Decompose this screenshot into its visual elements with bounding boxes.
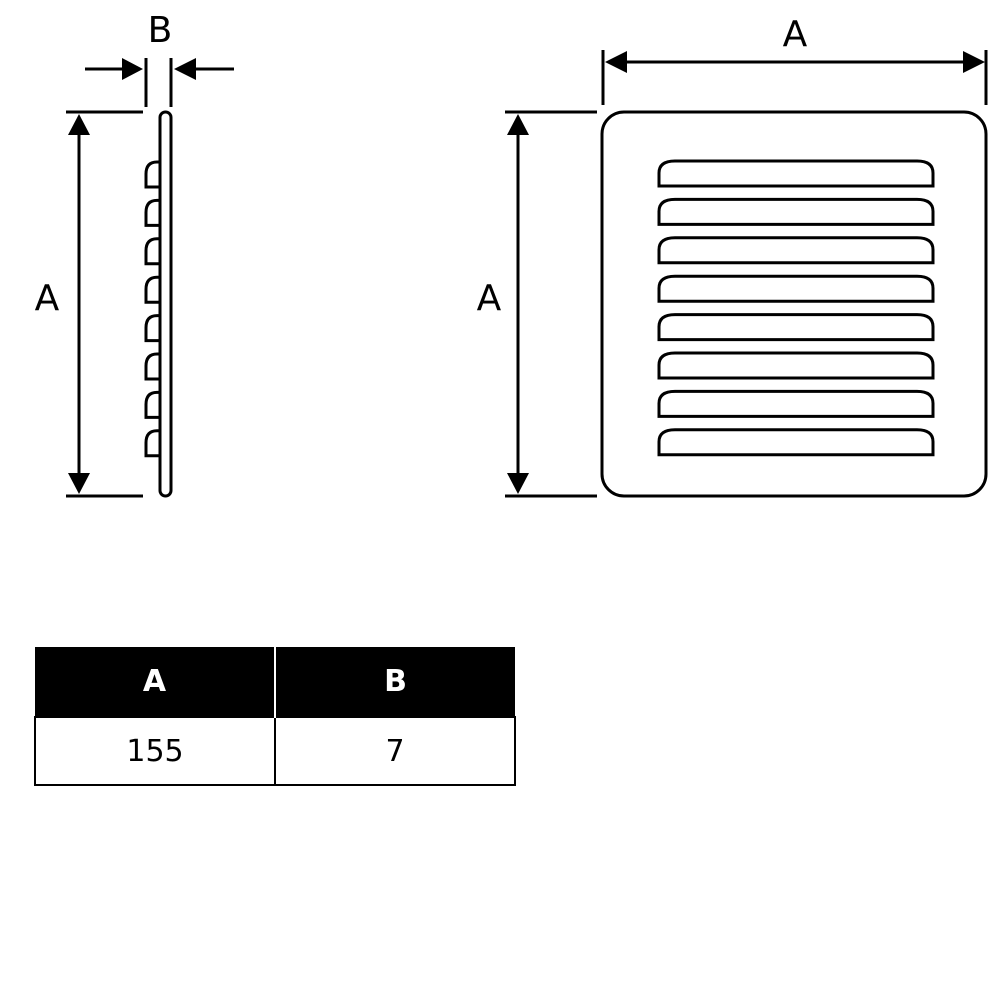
table-header-row: A B bbox=[35, 647, 515, 717]
front-louver-slot bbox=[657, 159, 935, 188]
front-view bbox=[505, 50, 988, 498]
dimensions-table: A B 155 7 bbox=[34, 647, 516, 786]
front-louver-slot bbox=[657, 313, 935, 342]
front-louver-slot bbox=[657, 197, 935, 226]
side-louver-profile bbox=[144, 275, 160, 304]
side-louver-profile bbox=[144, 160, 160, 189]
thickness-label-b: B bbox=[148, 10, 173, 51]
front-louver-slot bbox=[657, 236, 935, 265]
side-louver-profile bbox=[144, 352, 160, 381]
front-louver-slot bbox=[657, 428, 935, 457]
front-width-label-a: A bbox=[783, 14, 808, 55]
side-louver-profile bbox=[144, 390, 160, 419]
front-louver-slot bbox=[657, 351, 935, 380]
front-height-label-a: A bbox=[477, 278, 502, 319]
cell-b-value: 7 bbox=[274, 716, 516, 786]
front-louver-slot bbox=[657, 274, 935, 303]
side-louver-profile bbox=[144, 314, 160, 343]
cell-a-value: 155 bbox=[34, 716, 276, 786]
technical-drawing: B A A A bbox=[35, 10, 988, 498]
table-row: 155 7 bbox=[34, 716, 516, 786]
side-height-label-a: A bbox=[35, 278, 60, 319]
side-view bbox=[66, 58, 234, 498]
header-a: A bbox=[35, 647, 275, 717]
header-b: B bbox=[274, 647, 515, 717]
side-louver-profile bbox=[144, 237, 160, 266]
side-louver-profile bbox=[144, 429, 160, 458]
side-louver-profile bbox=[144, 198, 160, 227]
front-louver-slot bbox=[657, 389, 935, 418]
